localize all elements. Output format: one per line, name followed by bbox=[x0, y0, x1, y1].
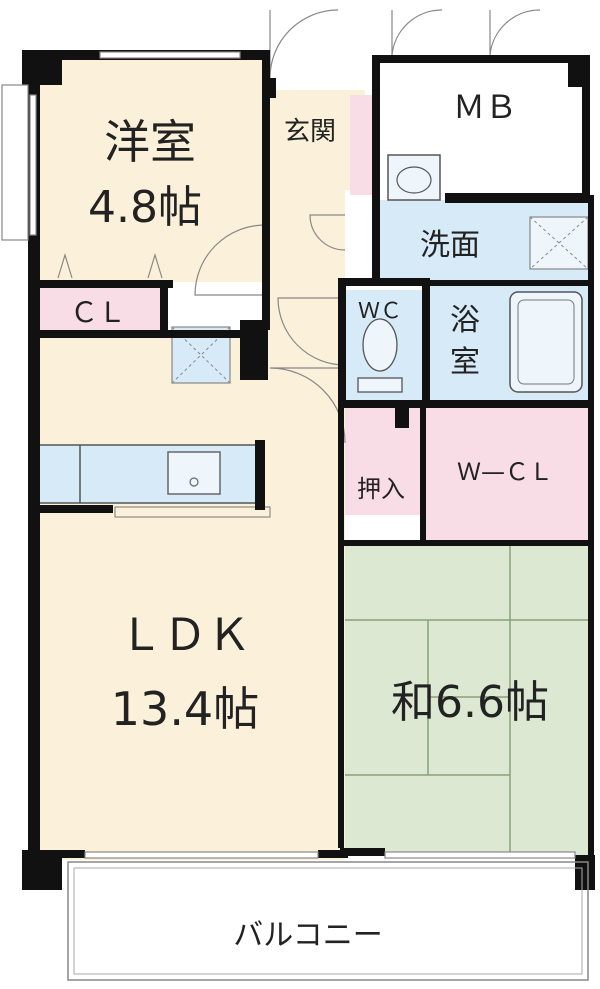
counter-bar bbox=[114, 506, 271, 518]
bathtub bbox=[509, 291, 583, 393]
wc-label: ＷＣ bbox=[358, 299, 402, 324]
storage-floor bbox=[345, 405, 425, 515]
western-room-name: 洋室 bbox=[104, 115, 196, 169]
washroom-label: 洗面 bbox=[420, 228, 480, 263]
japanese-room-floor bbox=[345, 545, 590, 855]
walkin-closet-label: Ｗ—ＣＬ bbox=[457, 458, 553, 486]
closet-label: ＣＬ bbox=[70, 296, 126, 329]
bath-label-1: 浴 bbox=[450, 303, 480, 338]
ldk-name: ＬＤＫ bbox=[119, 610, 251, 661]
kitchen-sink bbox=[167, 451, 221, 495]
wash-basin-bowl bbox=[396, 166, 432, 194]
closet-floor bbox=[35, 287, 165, 332]
side-window-frame bbox=[1, 84, 29, 241]
storage-label: 押入 bbox=[357, 475, 405, 503]
entrance-accent bbox=[350, 95, 375, 195]
closet-door-marks bbox=[57, 252, 163, 279]
mb-label: ＭＢ bbox=[453, 88, 517, 126]
wcl-floor bbox=[425, 405, 590, 545]
ldk-size: 13.4帖 bbox=[111, 682, 259, 736]
toilet-tank bbox=[357, 377, 403, 393]
door-swings bbox=[194, 9, 541, 444]
sink-drain bbox=[189, 477, 199, 487]
ldk-floor bbox=[35, 330, 345, 860]
entrance-label: 玄関 bbox=[284, 117, 336, 147]
windows bbox=[29, 51, 576, 859]
entrance-floor bbox=[265, 90, 365, 190]
toilet-bowl bbox=[362, 318, 398, 372]
kitchen-counter bbox=[34, 444, 261, 504]
walls bbox=[22, 50, 595, 890]
balcony-label: バルコニー bbox=[233, 918, 382, 953]
balcony-area bbox=[67, 861, 589, 981]
western-room-size: 4.8帖 bbox=[88, 182, 202, 233]
japanese-room-label: 和6.6帖 bbox=[391, 677, 549, 728]
tatami-lines bbox=[345, 545, 590, 855]
bath-label-2: 室 bbox=[450, 345, 480, 380]
western-room-floor bbox=[40, 60, 265, 282]
